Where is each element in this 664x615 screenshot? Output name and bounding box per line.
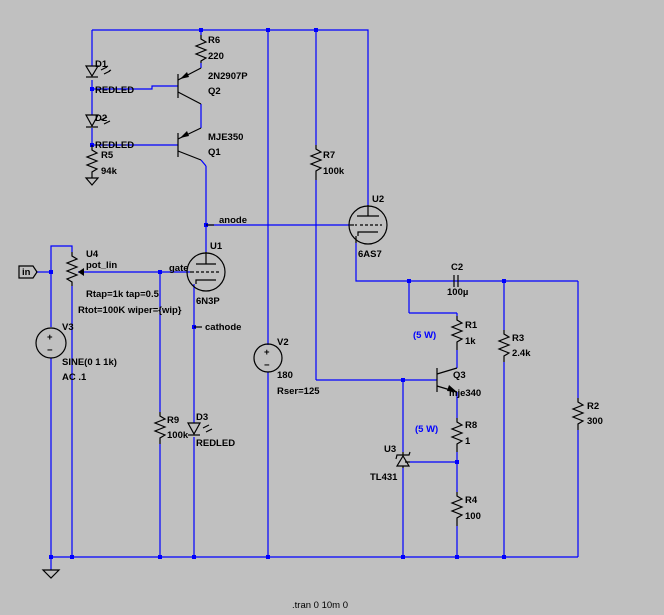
r7-name: R7 [323, 150, 335, 161]
r6-name: R6 [208, 35, 220, 46]
r9-name: R9 [167, 415, 179, 426]
q1-value: MJE350 [208, 132, 243, 143]
r4-name: R4 [465, 495, 478, 506]
v2-plus-icon: + [264, 347, 270, 358]
u2-name: U2 [372, 194, 384, 205]
input-port-in: in [18, 265, 38, 279]
r2-name: R2 [587, 401, 599, 412]
v3-minus-icon: − [47, 345, 53, 356]
led-d2[interactable]: D2 REDLED [84, 113, 134, 151]
sim-directive[interactable]: .tran 0 10m 0 [292, 600, 348, 611]
r3-name: R3 [512, 333, 524, 344]
q3-name: Q3 [453, 370, 466, 381]
r1-power-note: (5 W) [413, 330, 436, 341]
u1-value: 6N3P [196, 296, 220, 307]
resistor-r3[interactable]: R3 2.4k [497, 330, 531, 362]
triode-u1[interactable]: U1 6N3P [186, 241, 226, 307]
v3-value: SINE(0 1 1k) [62, 357, 117, 368]
potentiometer-u4[interactable]: U4 pot_lin Rtap=1k tap=0.5 Rtot=100K wip… [65, 249, 182, 316]
triode-u2[interactable]: U2 6AS7 [348, 194, 388, 260]
d3-value: REDLED [196, 438, 235, 449]
resistor-r9[interactable]: R9 100k [153, 412, 189, 444]
r7-value: 100k [323, 166, 345, 177]
q2-value: 2N2907P [208, 71, 248, 82]
resistor-r6[interactable]: R6 220 [194, 35, 224, 63]
v2-param: Rser=125 [277, 386, 320, 397]
resistor-r1[interactable]: R1 1k (5 W) [413, 316, 478, 350]
net-gate-label: gate [169, 263, 189, 274]
r5-value: 94k [101, 166, 118, 177]
ground-icon [41, 569, 61, 579]
r5-name: R5 [101, 150, 114, 161]
u3-value: TL431 [370, 472, 398, 483]
d1-name: D1 [95, 59, 108, 70]
u3-name: U3 [384, 444, 396, 455]
r6-value: 220 [208, 51, 224, 62]
u2-value: 6AS7 [358, 249, 382, 260]
led-d3[interactable]: D3 REDLED [186, 412, 235, 449]
transistor-q2[interactable]: 2N2907P Q2 [177, 67, 248, 105]
r9-value: 100k [167, 430, 189, 441]
r3-value: 2.4k [512, 348, 531, 359]
capacitor-c2[interactable]: C2 100µ [447, 262, 468, 298]
r1-name: R1 [465, 320, 478, 331]
wires [36, 29, 579, 570]
u1-name: U1 [210, 241, 223, 252]
resistor-r5[interactable]: R5 94k [84, 145, 118, 186]
v2-value: 180 [277, 370, 293, 381]
led-d1[interactable]: D1 REDLED [84, 59, 134, 96]
v3-param: AC .1 [62, 372, 87, 383]
r4-value: 100 [465, 511, 481, 522]
q2-name: Q2 [208, 86, 221, 97]
d3-name: D3 [196, 412, 208, 423]
r1-value: 1k [465, 336, 476, 347]
net-labels: anode gate cathode [169, 215, 247, 333]
v2-name: V2 [277, 337, 289, 348]
u4-value: pot_lin [86, 260, 117, 271]
d2-name: D2 [95, 113, 107, 124]
d2-value: REDLED [95, 140, 134, 151]
net-cathode-label: cathode [205, 322, 241, 333]
u4-param-tap: Rtap=1k tap=0.5 [86, 289, 160, 300]
q3-value: mje340 [449, 388, 481, 399]
q1-name: Q1 [208, 147, 221, 158]
resistor-r4[interactable]: R4 100 [450, 492, 481, 526]
resistor-r2[interactable]: R2 300 [571, 398, 603, 430]
net-anode-label: anode [219, 215, 247, 226]
v2-minus-icon: − [264, 360, 270, 371]
v3-name: V3 [62, 322, 74, 333]
r8-power-note: (5 W) [415, 424, 438, 435]
v3-plus-icon: + [47, 332, 53, 343]
transistor-q3[interactable]: Q3 mje340 [436, 367, 481, 399]
u4-name: U4 [86, 249, 99, 260]
r8-value: 1 [465, 436, 471, 447]
voltage-source-v2[interactable]: + − V2 180 Rser=125 [253, 337, 320, 397]
shunt-regulator-u3[interactable]: U3 TL431 [370, 444, 411, 483]
resistor-r7[interactable]: R7 100k [309, 145, 345, 180]
u4-param-rtot: Rtot=100K wiper={wip} [78, 305, 182, 316]
d1-value: REDLED [95, 85, 134, 96]
in-label: in [22, 267, 31, 278]
voltage-source-v3[interactable]: + − V3 SINE(0 1 1k) AC .1 [35, 322, 117, 383]
resistor-r8[interactable]: R8 1 (5 W) [415, 418, 477, 452]
r2-value: 300 [587, 416, 603, 427]
r8-name: R8 [465, 420, 477, 431]
transistor-q1[interactable]: MJE350 Q1 [177, 127, 243, 161]
c2-name: C2 [451, 262, 463, 273]
c2-value: 100µ [447, 287, 468, 298]
